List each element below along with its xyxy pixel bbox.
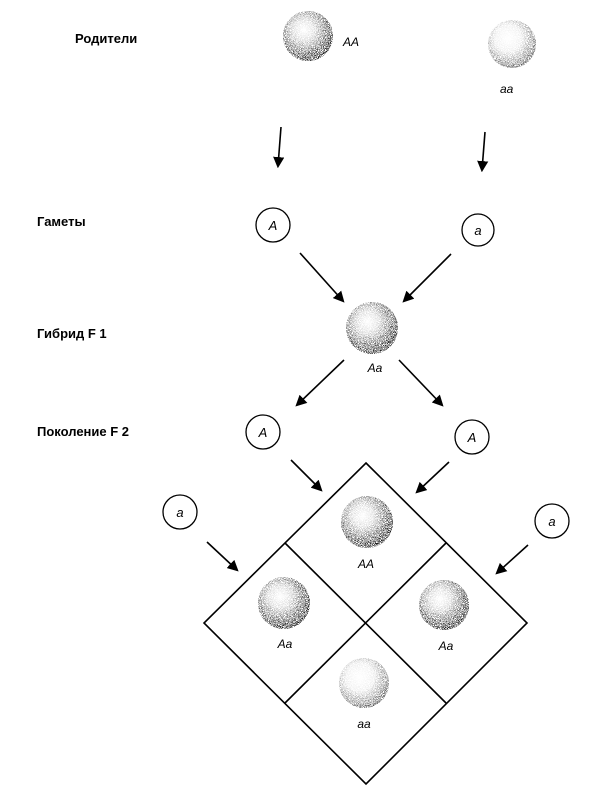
arrow-parent-right-down [477, 131, 489, 173]
f2-gamete-circle-top-left [245, 414, 281, 450]
parent-cell-dominant [283, 11, 333, 61]
row-label-hybrid: Гибрид F 1 [37, 326, 107, 341]
offspring-genotype-left: Aa [277, 637, 293, 651]
arrow-hybrid-to-right [398, 359, 444, 407]
arrow-f2-top-left [290, 459, 323, 492]
arrow-gamete-left-to-hybrid [299, 252, 345, 303]
offspring-cell-top [341, 496, 393, 548]
gamete-circle-right [461, 213, 495, 247]
f2-gamete-circle-right [534, 503, 570, 539]
row-label-gametes: Гаметы [37, 214, 86, 229]
hybrid-cell [346, 302, 398, 354]
arrow-parent-left-down [273, 126, 285, 169]
parent-cell-recessive [488, 20, 536, 68]
row-label-parents: Родители [75, 31, 137, 46]
offspring-genotype-right: Aa [438, 639, 454, 653]
offspring-cell-left [258, 577, 310, 629]
parent-genotype-dominant: AA [342, 35, 359, 49]
arrow-f2-right [495, 544, 529, 575]
f2-gamete-label-right: a [548, 514, 555, 529]
offspring-genotype-bottom: aa [357, 717, 371, 731]
arrow-f2-top-right [415, 461, 450, 494]
f2-gamete-label-top-right: A [467, 430, 477, 445]
offspring-genotype-top: AA [357, 557, 374, 571]
gamete-circle-left [255, 207, 291, 243]
offspring-cell-bottom [339, 658, 389, 708]
gamete-label-right: a [474, 223, 481, 238]
arrow-gamete-right-to-hybrid [402, 253, 452, 303]
arrow-f2-left [206, 541, 239, 572]
f2-gamete-label-top-left: A [258, 425, 268, 440]
row-label-generation: Поколение F 2 [37, 424, 129, 439]
f2-gamete-label-left: a [176, 505, 183, 520]
parent-genotype-recessive: aa [500, 82, 514, 96]
f2-gamete-circle-left [162, 494, 198, 530]
punnett-square [202, 461, 529, 786]
gamete-label-left: A [268, 218, 278, 233]
f2-gamete-circle-top-right [454, 419, 490, 455]
hybrid-genotype: Aa [367, 361, 383, 375]
arrow-hybrid-to-left [295, 359, 345, 407]
offspring-cell-right [419, 580, 469, 630]
